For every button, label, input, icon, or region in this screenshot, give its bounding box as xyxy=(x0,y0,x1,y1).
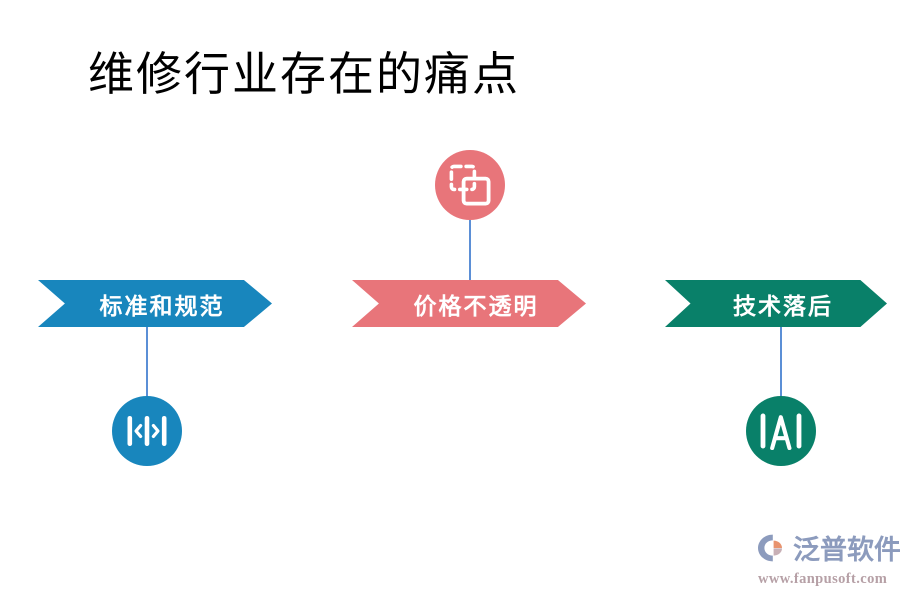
icon-circle-technology[interactable] xyxy=(746,396,816,466)
watermark-brand-text: 泛普软件 xyxy=(793,535,900,565)
watermark: 泛普软件 www.fanpusoft.com xyxy=(756,533,900,591)
banner-pricing[interactable]: 价格不透明 xyxy=(352,280,586,327)
page-title: 维修行业存在的痛点 xyxy=(88,49,520,100)
watermark-url-text: www.fanpusoft.com xyxy=(758,571,888,587)
banner-standards[interactable]: 标准和规范 xyxy=(38,280,272,327)
fanpu-logo-icon xyxy=(756,533,789,568)
icon-circle-standards[interactable] xyxy=(112,396,182,466)
icon-circle-pricing[interactable] xyxy=(435,150,505,220)
watermark-brand-row: 泛普软件 xyxy=(756,533,900,568)
connector-line-technology xyxy=(780,327,782,397)
connector-line-standards xyxy=(146,327,148,397)
text-size-icon xyxy=(759,412,803,450)
banner-technology[interactable]: 技术落后 xyxy=(665,280,887,327)
connector-line-pricing xyxy=(469,220,471,281)
banner-label-pricing: 价格不透明 xyxy=(413,293,539,319)
copy-duplicate-icon xyxy=(449,164,491,206)
banner-label-standards: 标准和规范 xyxy=(99,293,225,319)
banner-label-technology: 技术落后 xyxy=(733,293,833,319)
distribute-horizontal-icon xyxy=(126,414,168,448)
